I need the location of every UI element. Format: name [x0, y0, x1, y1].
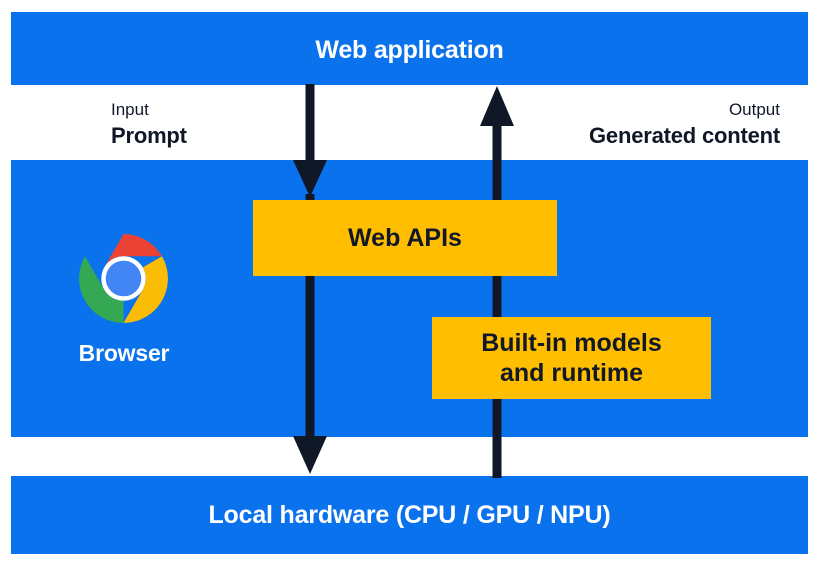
chrome-logo-icon	[79, 234, 168, 323]
box-builtin-models-line2: and runtime	[499, 359, 644, 387]
annotation-input-value: Prompt	[111, 122, 187, 148]
box-builtin-models-line1: Built-in models	[481, 328, 662, 357]
arrow-up-icon	[480, 86, 514, 478]
band-local-hardware: Local hardware (CPU / GPU / NPU)	[11, 476, 808, 554]
annotation-input-kind: Input	[111, 100, 149, 119]
annotation-input: Input Prompt	[111, 99, 187, 149]
band-browser-label: Browser	[78, 340, 170, 366]
band-web-application: Web application	[11, 12, 808, 85]
box-builtin-models-label: Built-in models and runtime	[481, 328, 662, 389]
box-web-apis-label: Web APIs	[348, 223, 462, 252]
arrow-down-icon	[293, 84, 327, 474]
annotation-output-value: Generated content	[589, 122, 780, 148]
box-builtin-models: Built-in models and runtime	[432, 317, 711, 399]
band-local-hardware-label: Local hardware (CPU / GPU / NPU)	[208, 501, 611, 529]
annotation-output: Output Generated content	[589, 99, 780, 149]
band-web-application-label: Web application	[315, 36, 504, 64]
annotation-output-kind: Output	[728, 100, 780, 119]
box-web-apis: Web APIs	[253, 200, 557, 276]
